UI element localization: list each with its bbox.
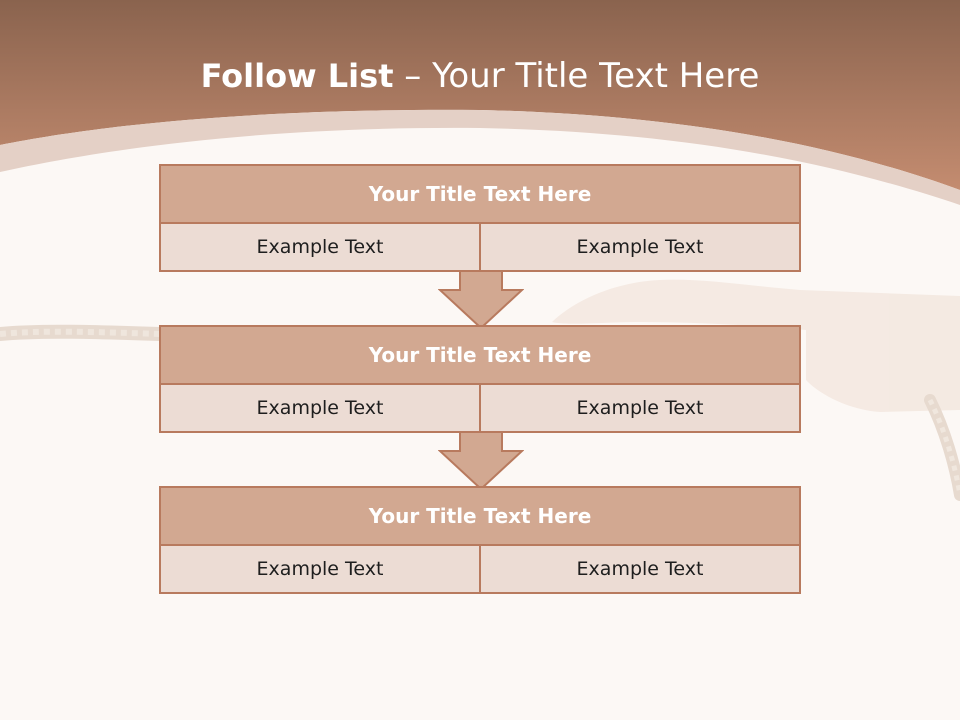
step-box-3: Your Title Text Here Example Text Exampl…	[159, 486, 801, 594]
slide-title-bold: Follow List	[200, 57, 394, 95]
down-arrow-icon	[438, 431, 524, 491]
step-row-2: Example Text Example Text	[161, 385, 799, 431]
step-3-left-text: Example Text	[256, 558, 384, 580]
step-1-right-text: Example Text	[479, 224, 799, 270]
step-box-1: Your Title Text Here Example Text Exampl…	[159, 164, 801, 272]
header-band	[0, 0, 960, 190]
rope-illustration-left	[0, 324, 167, 341]
step-row-3: Example Text Example Text	[161, 546, 799, 592]
step-title-3: Your Title Text Here	[161, 488, 799, 546]
down-arrow-icon	[438, 270, 524, 330]
step-2-left-text: Example Text	[256, 397, 384, 419]
slide-title-rest: – Your Title Text Here	[393, 56, 760, 96]
step-2-right-text: Example Text	[479, 385, 799, 431]
step-title-1: Your Title Text Here	[161, 166, 799, 224]
step-row-1: Example Text Example Text	[161, 224, 799, 270]
hand-illustration	[552, 279, 960, 501]
step-box-2: Your Title Text Here Example Text Exampl…	[159, 325, 801, 433]
slide-title: Follow List – Your Title Text Here	[0, 52, 960, 100]
step-title-2: Your Title Text Here	[161, 327, 799, 385]
step-3-right-text: Example Text	[479, 546, 799, 592]
header-swoosh	[0, 109, 960, 205]
step-1-left-text: Example Text	[256, 236, 384, 258]
